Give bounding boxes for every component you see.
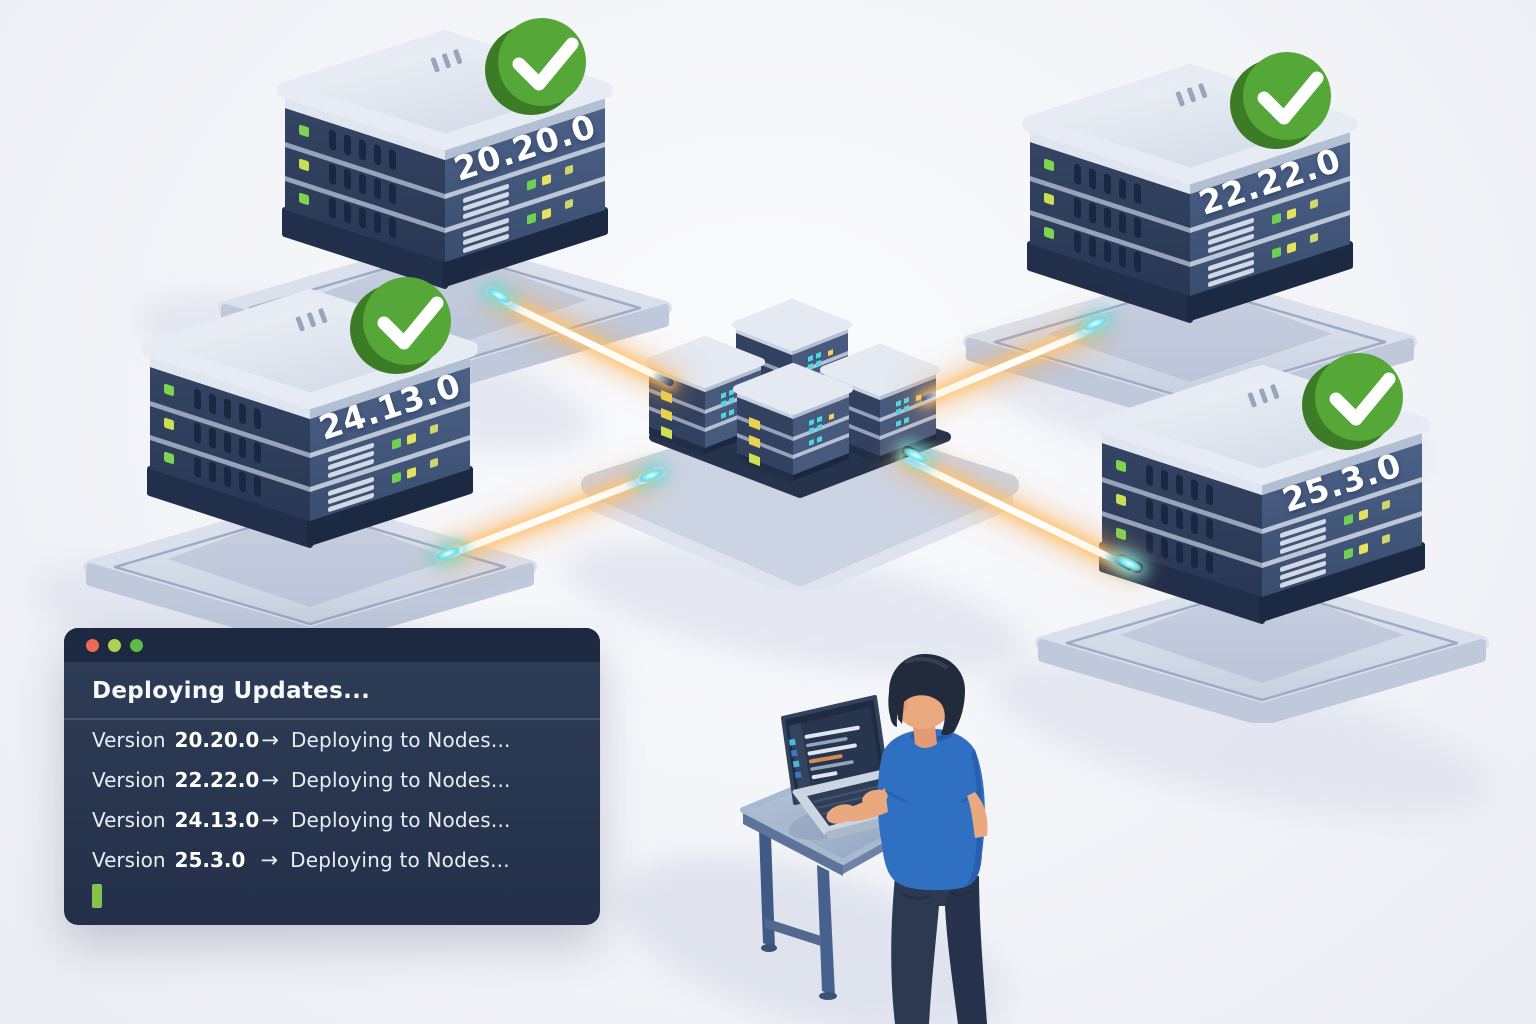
window-close-button[interactable] xyxy=(86,638,99,652)
divider xyxy=(64,718,600,720)
deploy-log-line: Version 20.20.0 → Deploying to Nodes... xyxy=(92,728,511,752)
admin-person-illustration xyxy=(740,653,988,1024)
arrow-icon: → xyxy=(261,768,279,792)
server-node-mid-left: 24.13.0 xyxy=(80,267,540,647)
terminal-cursor xyxy=(92,884,102,908)
deploy-log-line: Version 24.13.0 → Deploying to Nodes... xyxy=(92,808,511,832)
server-stack-illustration xyxy=(80,267,540,647)
arrow-icon: → xyxy=(260,848,279,872)
terminal-titlebar[interactable] xyxy=(64,628,600,662)
server-stack-illustration xyxy=(1032,343,1492,723)
server-node-bottom-right: 25.3.0 xyxy=(1032,343,1492,723)
window-zoom-button[interactable] xyxy=(130,638,143,652)
deploy-log-line: Version 22.22.0 → Deploying to Nodes... xyxy=(92,768,511,792)
arrow-icon: → xyxy=(261,728,279,752)
terminal-window: Deploying Updates... Version 20.20.0 → D… xyxy=(64,628,600,925)
window-minimize-button[interactable] xyxy=(108,638,121,652)
arrow-icon: → xyxy=(261,808,279,832)
terminal-title: Deploying Updates... xyxy=(92,678,371,704)
deploy-log-line: Version 25.3.0 → Deploying to Nodes... xyxy=(92,848,510,872)
